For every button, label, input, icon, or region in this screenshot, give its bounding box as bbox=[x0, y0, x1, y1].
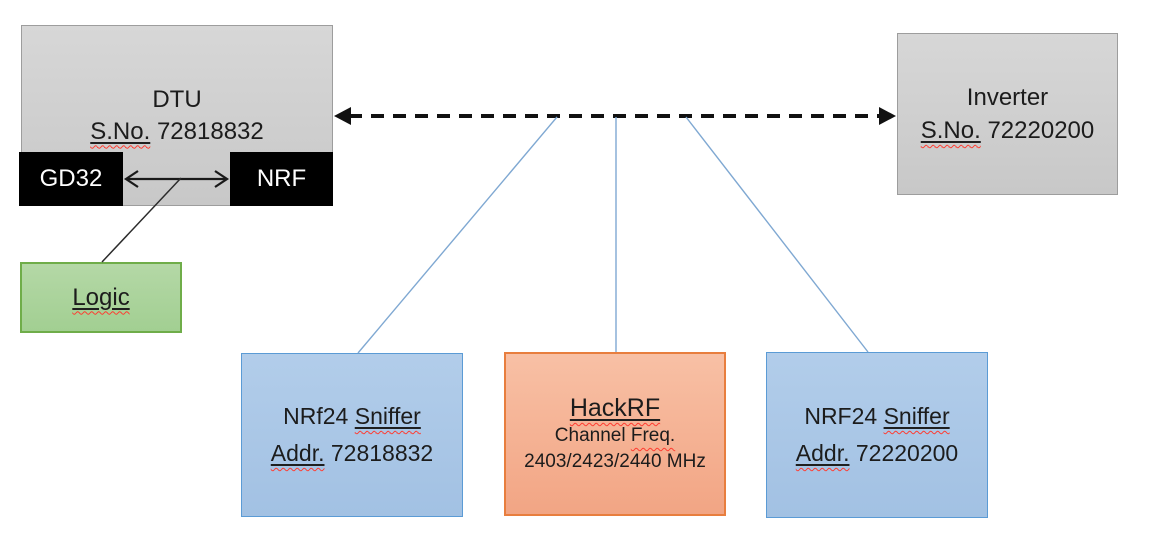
gd32-box: GD32 bbox=[19, 152, 123, 206]
hackrf-title: HackRF bbox=[569, 394, 661, 422]
dtu-serial-number: 72818832 bbox=[150, 117, 264, 145]
sniffer-left-connector bbox=[357, 116, 558, 354]
dtu-text: DTU S.No. 72818832 bbox=[90, 84, 263, 148]
sniffer-left-line1: NRf24 Sniffer bbox=[283, 403, 421, 429]
hackrf-channel-freq: Channel Freq. bbox=[554, 425, 676, 446]
gd32-label: GD32 bbox=[39, 165, 103, 192]
inverter-serial: S.No. 72220200 bbox=[921, 114, 1094, 147]
hackrf-box: HackRF Channel Freq. 2403/2423/2440 MHz bbox=[504, 352, 726, 516]
sniffer-right-line1: NRF24 Sniffer bbox=[804, 403, 950, 429]
inverter-serial-label: S.No. bbox=[920, 117, 981, 144]
sniffer-right-box: NRF24 Sniffer Addr. 72220200 bbox=[766, 352, 988, 518]
nrf-label: NRF bbox=[256, 165, 307, 192]
inverter-serial-number: 72220200 bbox=[980, 117, 1095, 144]
dtu-serial: S.No. 72818832 bbox=[90, 116, 263, 148]
logic-label: Logic bbox=[72, 283, 130, 311]
dashed-link-dtu-inverter bbox=[334, 107, 896, 125]
inverter-box: Inverter S.No. 72220200 bbox=[897, 33, 1118, 195]
sniffer-left-line2: Addr. 72818832 bbox=[270, 440, 434, 466]
sniffer-right-connector bbox=[685, 116, 869, 353]
inverter-title: Inverter bbox=[966, 84, 1049, 111]
inverter-text: Inverter S.No. 72220200 bbox=[921, 81, 1094, 147]
dtu-serial-label: S.No. bbox=[90, 117, 151, 145]
dtu-title: DTU bbox=[152, 85, 202, 113]
sniffer-right-text: NRF24 Sniffer Addr. 72220200 bbox=[796, 398, 958, 472]
logic-box: Logic bbox=[20, 262, 182, 333]
sniffer-right-line2: Addr. 72220200 bbox=[795, 440, 959, 466]
hackrf-frequencies: 2403/2423/2440 MHz bbox=[524, 451, 706, 472]
nrf-box: NRF bbox=[230, 152, 333, 206]
sniffer-left-text: NRf24 Sniffer Addr. 72818832 bbox=[271, 398, 433, 472]
sniffer-left-box: NRf24 Sniffer Addr. 72818832 bbox=[241, 353, 463, 517]
